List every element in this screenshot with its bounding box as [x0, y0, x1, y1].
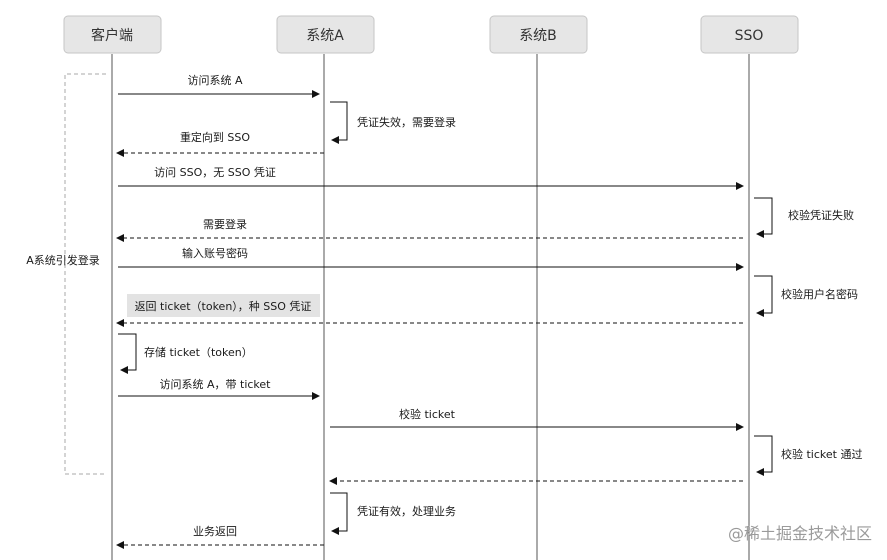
message-return-ticket: 返回 ticket（token），种 SSO 凭证	[116, 294, 743, 327]
svg-text:凭证失效，需要登录: 凭证失效，需要登录	[357, 115, 456, 129]
svg-text:SSO: SSO	[735, 28, 764, 44]
self-message-credential-invalid: 凭证失效，需要登录	[330, 101, 456, 144]
message-business-response: 业务返回	[116, 525, 324, 549]
actor-system-a: 系统A	[276, 15, 375, 54]
message-login-required: 需要登录	[116, 217, 743, 242]
message-visit-system-a: 访问系统 A	[118, 74, 320, 98]
svg-text:系统B: 系统B	[519, 28, 557, 44]
self-message-verify-username-password: 校验用户名密码	[754, 275, 858, 317]
svg-text:业务返回: 业务返回	[193, 525, 237, 538]
svg-text:客户端: 客户端	[91, 27, 133, 44]
self-message-verify-credential-failed: 校验凭证失败	[754, 197, 854, 238]
group-bracket	[64, 73, 106, 475]
svg-text:重定向到 SSO: 重定向到 SSO	[180, 130, 250, 144]
svg-text:存储 ticket（token）: 存储 ticket（token）	[144, 345, 253, 359]
actor-system-b: 系统B	[489, 15, 588, 54]
svg-text:访问系统 A: 访问系统 A	[187, 74, 242, 87]
svg-text:输入账号密码: 输入账号密码	[182, 246, 248, 260]
actor-client: 客户端	[63, 15, 162, 54]
actor-sso: SSO	[700, 15, 799, 54]
group-label: A系统引发登录	[26, 253, 100, 267]
message-highlight	[127, 294, 320, 317]
svg-text:系统A: 系统A	[306, 28, 344, 44]
svg-text:返回 ticket（token），种 SSO 凭证: 返回 ticket（token），种 SSO 凭证	[135, 299, 312, 313]
svg-text:凭证有效，处理业务: 凭证有效，处理业务	[357, 504, 456, 518]
message-redirect-to-sso: 重定向到 SSO	[116, 130, 324, 157]
svg-text:校验用户名密码: 校验用户名密码	[781, 287, 858, 301]
svg-text:校验 ticket: 校验 ticket	[399, 407, 456, 421]
message-verify-ticket: 校验 ticket	[330, 407, 744, 431]
svg-text:访问 SSO，无 SSO 凭证: 访问 SSO，无 SSO 凭证	[154, 165, 276, 179]
message-visit-sso-no-credential: 访问 SSO，无 SSO 凭证	[118, 165, 744, 190]
message-enter-credentials: 输入账号密码	[118, 246, 744, 271]
svg-text:校验凭证失败: 校验凭证失败	[788, 208, 854, 222]
svg-text:校验 ticket 通过: 校验 ticket 通过	[781, 447, 862, 461]
message-visit-system-a-with-ticket: 访问系统 A，带 ticket	[118, 378, 320, 400]
svg-text:需要登录: 需要登录	[203, 217, 247, 231]
watermark-text: @稀土掘金技术社区	[728, 524, 872, 543]
self-message-ticket-verified: 校验 ticket 通过	[754, 435, 862, 476]
self-message-store-ticket: 存储 ticket（token）	[118, 333, 253, 374]
self-message-credential-valid: 凭证有效，处理业务	[330, 492, 456, 535]
svg-text:访问系统 A，带 ticket: 访问系统 A，带 ticket	[160, 378, 272, 391]
